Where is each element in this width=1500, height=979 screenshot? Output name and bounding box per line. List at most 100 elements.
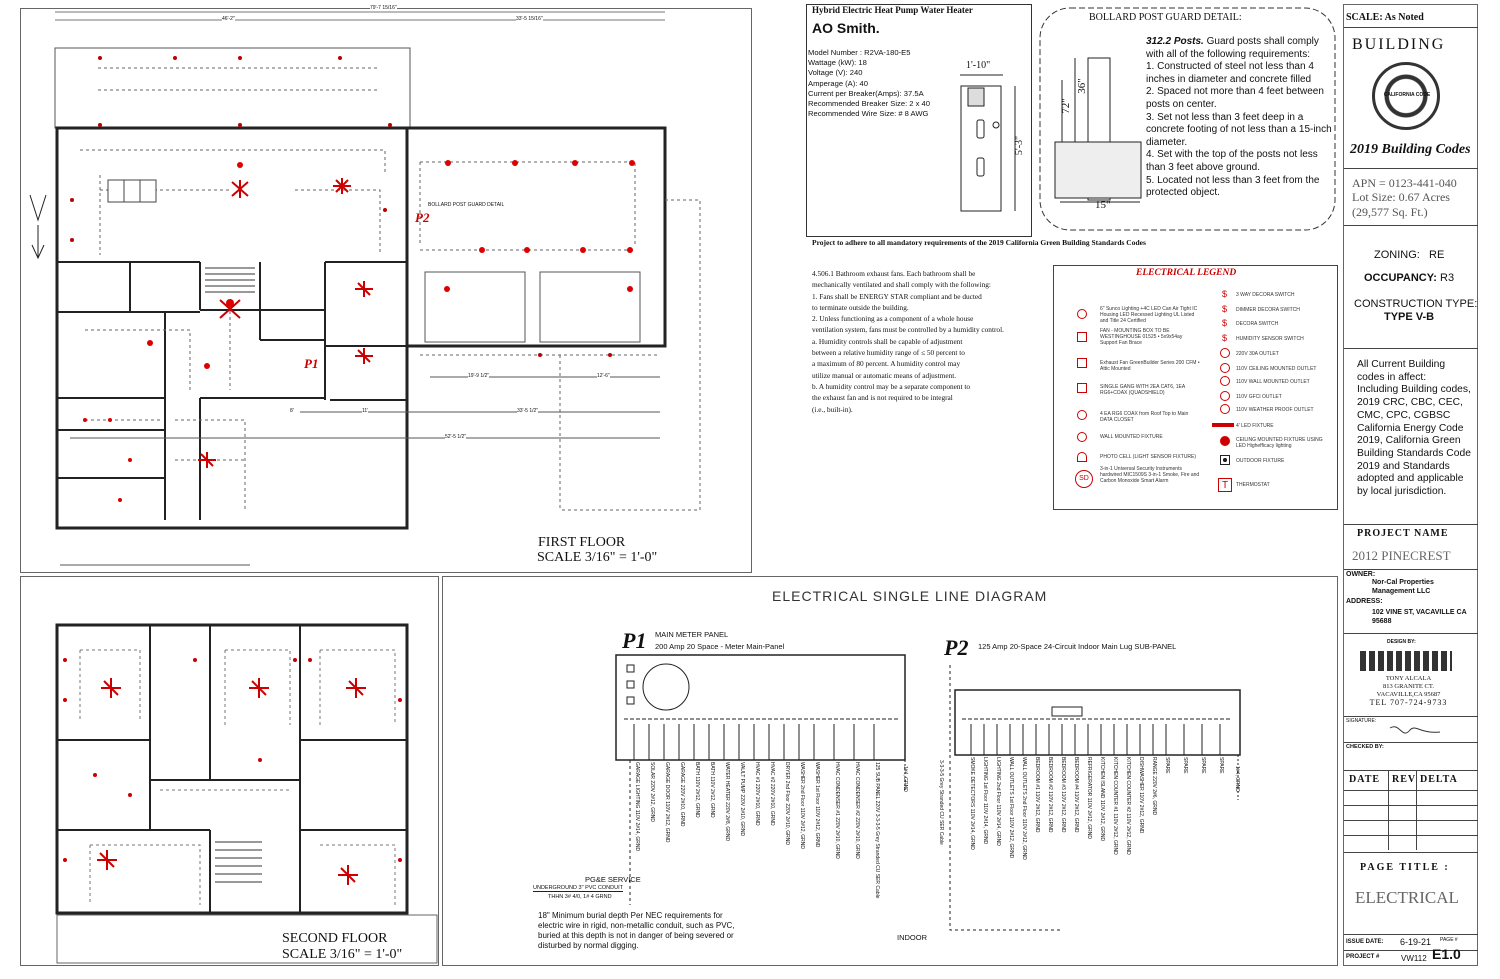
note-line: a maximum of 80 percent. A humidity cont… xyxy=(812,359,961,369)
designed-by-label: DESIGN BY: xyxy=(1387,639,1416,645)
water-heater-title: Hybrid Electric Heat Pump Water Heater xyxy=(812,5,973,15)
p2-circuit: BEDROOM #1 110V 2#12, GRND xyxy=(1034,757,1040,833)
p1-label: P1 xyxy=(622,628,647,653)
p1-circuit: WASHER 1st Floor 110V 2#12, GRND xyxy=(814,762,820,848)
tb-divider xyxy=(1344,569,1478,570)
p2-circuit: WALL OUTLETS 2nd Floor 110V 2#12, GRND xyxy=(1021,757,1027,860)
smoke-alarm-icon: SD xyxy=(1075,470,1093,488)
p1-circuit: GARAGE 220V 2#10, GRND xyxy=(679,762,685,827)
p2-circuit: DISHWASHER 110V 2#12, GRND xyxy=(1138,757,1144,834)
tb-divider xyxy=(1344,742,1478,743)
tb-divider xyxy=(1344,348,1478,349)
tb-divider xyxy=(1344,852,1478,853)
p2-circuit: KITCHEN ISLAND 110V 2#12, GRND xyxy=(1099,757,1105,842)
tb-divider xyxy=(1344,633,1478,634)
sheet-number: E1.0 xyxy=(1432,946,1461,962)
building-heading: BUILDING xyxy=(1352,36,1446,53)
codes-line: 2019 and Standards xyxy=(1357,460,1450,472)
note-line: b. A humidity control may be a separate … xyxy=(812,381,971,391)
spec-line: Amperage (A): 40 xyxy=(808,78,868,88)
p1-circuit: VAULT PUMP 220V 2#10, GRND xyxy=(739,762,745,837)
bollard-item: 1. Constructed of steel not less than 4 … xyxy=(1146,61,1314,85)
p1-ground: 1#4, GRND xyxy=(902,766,908,792)
note-line: 2. Unless functioning as a component of … xyxy=(812,314,974,324)
legend-item: 4' LED FIXTURE xyxy=(1236,423,1274,429)
p1-circuit: WASHER 2nd Floor 110V 2#12, GRND xyxy=(799,762,805,849)
p2-circuit: RANGE 220V 2#6, GRND xyxy=(1151,757,1157,816)
legend-item: CEILING MOUNTED FIXTURE USING LED Highef… xyxy=(1236,437,1323,449)
legend-item: DIMMER DECORA SWITCH xyxy=(1236,307,1300,313)
spec-line: Wattage (kW): 18 xyxy=(808,58,867,68)
dim-garage-top: 33'-5 15/16" xyxy=(516,16,543,22)
p1-name: MAIN METER PANEL xyxy=(655,630,729,639)
photo-cell-icon xyxy=(1077,452,1087,462)
ceiling-fixture-icon xyxy=(1220,436,1230,446)
p1-circuit: HVAC CONDENSER #1 220V 2#10, GRND xyxy=(834,762,840,859)
data-jack-icon xyxy=(1077,383,1087,393)
pge-service-title: PG&E SERVICE xyxy=(585,875,641,884)
designer-line: TONY ALCALA xyxy=(1385,675,1432,682)
indoor-label: INDOOR xyxy=(897,933,927,942)
bollard-code-title: Posts. xyxy=(1173,36,1204,47)
legend-item: 3 WAY DECORA SWITCH xyxy=(1236,292,1295,298)
legend-item: PHOTO CELL (LIGHT SENSOR FIXTURE) xyxy=(1100,454,1197,460)
designer-info: TONY ALCALA 813 GRANITE CT. VACAVILLE,CA… xyxy=(1366,675,1451,707)
designer-line: 813 GRANITE CT. xyxy=(1383,683,1434,690)
ceiling-fan-icon xyxy=(1077,332,1087,342)
second-floor-frame xyxy=(20,576,439,966)
tb-divider xyxy=(1344,770,1478,771)
burial-note: 18" Minimum burial depth Per NEC require… xyxy=(538,911,735,950)
dim-garage-bottom: 33'-5 1/2" xyxy=(517,408,539,414)
construction-label: CONSTRUCTION TYPE: xyxy=(1354,298,1478,310)
legend-item: Exhaust Fan GreenBuilder Series 200 CFM … xyxy=(1100,360,1200,372)
tb-divider xyxy=(1344,716,1478,717)
water-heater-height: 5'-3" xyxy=(1014,135,1026,156)
rev-header-date: DATE xyxy=(1349,774,1381,785)
tb-divider xyxy=(1344,950,1478,951)
building-codes-seal: CALIFORNIA CODE xyxy=(1372,62,1440,130)
p1-circuit: BATH 110V 2#12, GRND xyxy=(709,762,715,818)
p2-circuit: SPARE xyxy=(1164,757,1170,774)
p2-circuit: SPARE xyxy=(1200,757,1206,774)
dim-house: 46'-2" xyxy=(222,16,235,22)
p1-circuit: GARAGE LIGHTING 110V 2#14, GRND xyxy=(634,762,640,852)
electrical-legend-box xyxy=(1053,265,1338,510)
legend-title: ELECTRICAL LEGEND xyxy=(1136,268,1237,278)
occupancy: OCCUPANCY: R3 xyxy=(1364,272,1454,284)
occupancy-value: R3 xyxy=(1440,272,1455,284)
legend-item: HUMIDITY SENSOR SWITCH xyxy=(1236,336,1304,342)
spec-line: Current per Breaker(Amps): 37.5A xyxy=(808,88,924,98)
bollard-code-number: 312.2 xyxy=(1146,36,1172,47)
exhaust-fan-icon xyxy=(1077,358,1087,368)
note-line: mechanically ventilated and shall comply… xyxy=(812,280,991,290)
project-name: 2012 PINECREST xyxy=(1352,548,1451,563)
dim-garage-left: 19'-9 1/2" xyxy=(468,373,490,379)
bollard-callout: BOLLARD POST GUARD DETAIL xyxy=(428,202,505,208)
note-line: ventilation system, fans must be control… xyxy=(812,325,1004,335)
tb-divider xyxy=(1344,168,1478,169)
three-way-switch-icon: $ xyxy=(1222,289,1228,299)
legend-item: THERMOSTAT xyxy=(1236,482,1270,488)
thermostat-label: T xyxy=(1221,480,1229,491)
bollard-item: 3. Set not less than 3 feet deep in a co… xyxy=(1146,111,1332,148)
green-building-note: Project to adhere to all mandatory requi… xyxy=(812,238,1146,247)
note-line: to terminate outside the building. xyxy=(812,302,909,312)
p1-circuit: DRYER 2nd Floor 220V 2#10, GRND xyxy=(784,762,790,846)
codes-line: Building Standards Code xyxy=(1357,447,1471,459)
bollard-intro: Guard posts shall comply with all of the… xyxy=(1146,36,1319,60)
tb-divider xyxy=(1344,225,1478,226)
bollard-dim-36: 36" xyxy=(1075,78,1088,94)
rev-header-rev: REV xyxy=(1392,774,1417,785)
spec-line: Voltage (V): 240 xyxy=(808,68,863,78)
owner: Nor-Cal Properties Management LLC xyxy=(1372,579,1434,595)
legend-item: 110V CEILING MOUNTED OUTLET xyxy=(1236,366,1317,372)
bollard-item: 5. Located not less than 3 feet from the… xyxy=(1146,174,1320,199)
p1-circuit: WATER HEATER 220V 2#8, GRND xyxy=(724,762,730,842)
note-line: the exhaust fan and is not required to b… xyxy=(812,393,953,403)
zoning-label: ZONING: xyxy=(1374,249,1420,261)
codes-in-effect: All Current Building codes in affect: In… xyxy=(1357,359,1471,499)
tb-divider xyxy=(1344,27,1478,28)
recessed-light-icon xyxy=(1077,309,1087,319)
gfci-outlet-icon xyxy=(1220,391,1230,401)
bollard-dim-72: 72" xyxy=(1059,98,1072,114)
